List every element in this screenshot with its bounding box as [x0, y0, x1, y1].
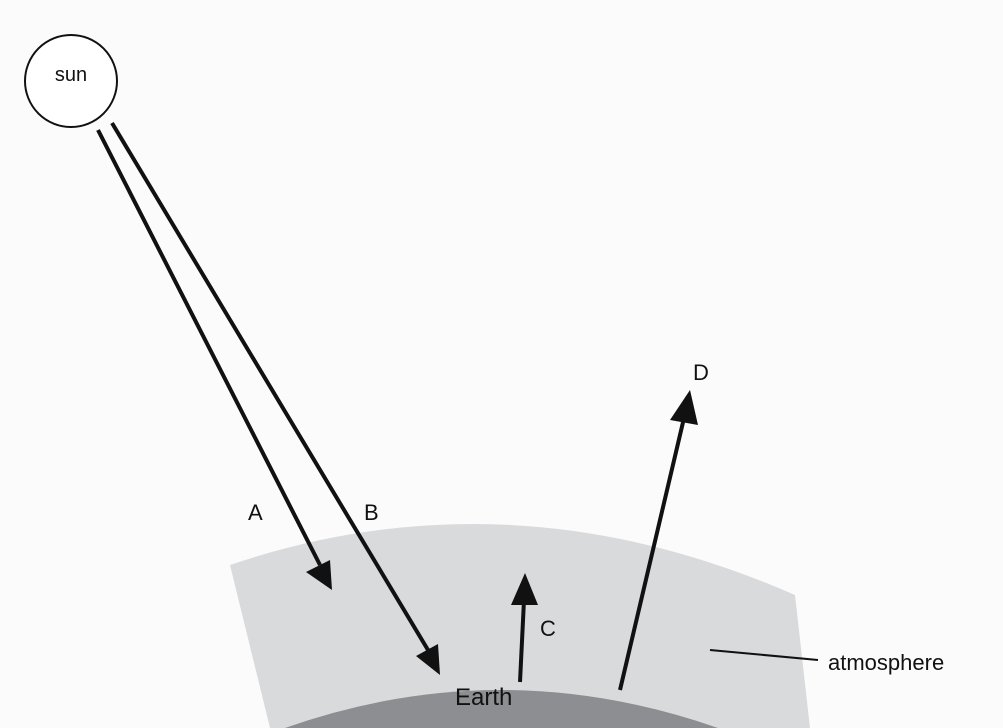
arrow-d-label: D — [693, 360, 709, 385]
atmosphere-label: atmosphere — [828, 650, 944, 675]
atmosphere-pointer-line — [709, 649, 819, 661]
arrow-b-label: B — [364, 500, 379, 525]
earth-label: Earth — [455, 684, 512, 711]
arrow-b-shaft — [110, 121, 430, 652]
arrow-c-shaft — [518, 599, 526, 683]
sun-label: sun — [55, 64, 87, 86]
sun-circle — [24, 34, 118, 128]
arrow-c-label: C — [540, 616, 556, 641]
arrow-b-head — [416, 644, 440, 675]
arrow-d-shaft — [618, 417, 686, 691]
arrow-a-head — [306, 560, 332, 590]
arrow-a-shaft — [96, 129, 322, 566]
arrow-c-head — [511, 573, 538, 605]
atmosphere-layer — [230, 523, 810, 728]
earth-surface — [285, 690, 718, 728]
arrow-a-label: A — [248, 500, 263, 525]
arrow-d-head — [670, 390, 698, 425]
